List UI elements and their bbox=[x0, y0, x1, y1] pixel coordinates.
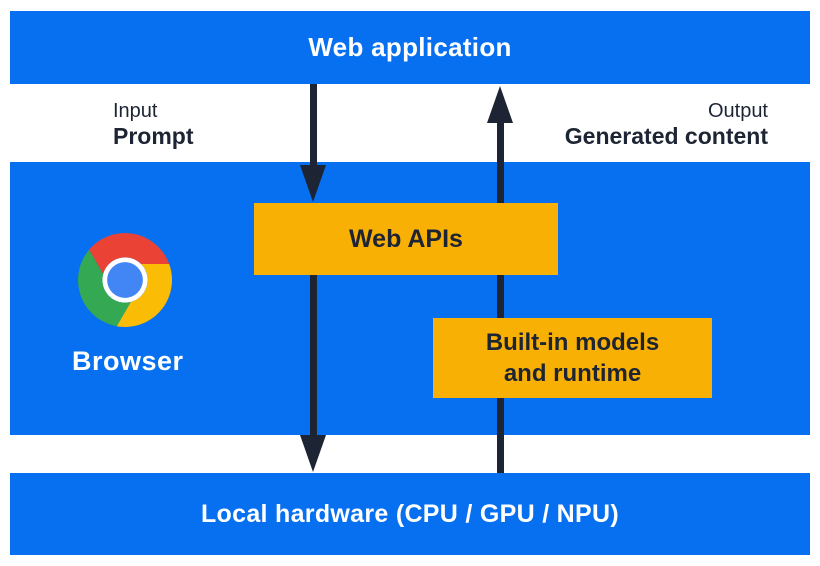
web-application-bar: Web application bbox=[10, 11, 810, 84]
local-hardware-bar: Local hardware (CPU / GPU / NPU) bbox=[10, 473, 810, 555]
web-application-label: Web application bbox=[308, 32, 512, 62]
input-caption: Input bbox=[113, 100, 158, 122]
builtin-models-line1: Built-in models bbox=[485, 329, 660, 356]
input-label-group: Input Prompt bbox=[113, 100, 194, 149]
prompt-arrowhead-into-web-apis bbox=[300, 165, 326, 202]
output-caption: Output bbox=[707, 100, 768, 122]
prompt-arrowhead-into-hardware bbox=[300, 435, 326, 472]
chrome-browser-logo-icon bbox=[78, 233, 172, 327]
output-arrow-line bbox=[497, 121, 504, 473]
input-value: Prompt bbox=[113, 123, 194, 149]
prompt-arrow-line-lower bbox=[310, 275, 317, 437]
output-arrowhead-into-web-application bbox=[487, 86, 513, 123]
output-value: Generated content bbox=[564, 123, 768, 149]
builtin-models-line2: and runtime bbox=[503, 360, 642, 387]
web-apis-box: Web APIs bbox=[254, 203, 558, 275]
browser-panel: Browser Web APIs Built-in models and run… bbox=[10, 162, 810, 435]
prompt-arrow-line-upper bbox=[310, 84, 317, 167]
web-apis-label: Web APIs bbox=[349, 224, 463, 253]
builtin-models-box: Built-in models and runtime bbox=[433, 318, 712, 398]
local-hardware-label: Local hardware (CPU / GPU / NPU) bbox=[200, 499, 619, 528]
browser-label: Browser bbox=[72, 346, 184, 376]
output-label-group: Output Generated content bbox=[565, 100, 768, 149]
